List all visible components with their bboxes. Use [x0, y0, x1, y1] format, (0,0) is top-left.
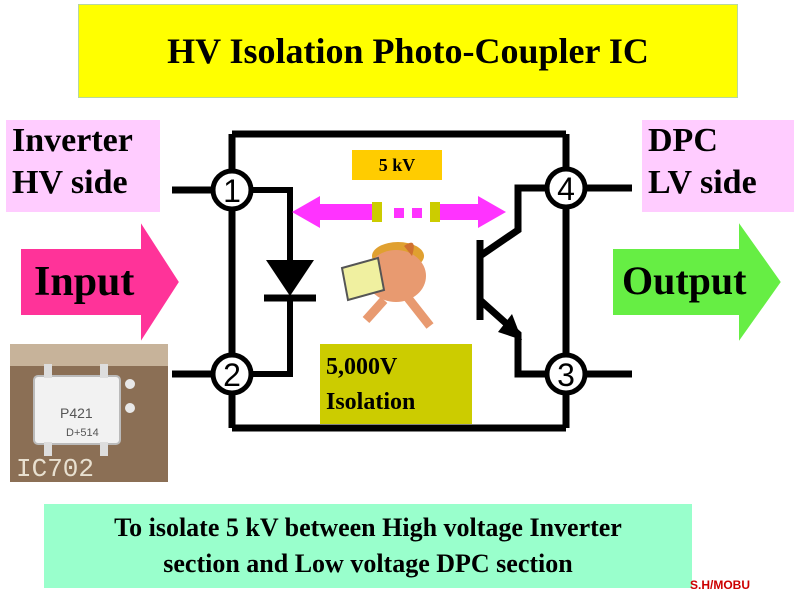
output-arrow: [611, 216, 784, 348]
board-label-ic702: IC702: [16, 454, 94, 484]
running-figure-icon: [340, 242, 434, 329]
voltage-badge-text: 5 kV: [378, 154, 416, 175]
pin-1-number: 1: [223, 173, 241, 209]
chip-marking-line1: P421: [60, 405, 93, 421]
inverter-label-line2: HV side: [12, 164, 128, 201]
isolation-line1: 5,000V: [326, 354, 398, 380]
footer-line2: section and Low voltage DPC section: [163, 549, 573, 578]
package-outline: [228, 130, 570, 432]
title-banner: HV Isolation Photo-Coupler IC: [78, 4, 738, 98]
voltage-badge: 5 kV: [352, 150, 442, 180]
isolation-rating-label: 5,000V Isolation: [320, 344, 472, 424]
footer-caption: To isolate 5 kV between High voltage Inv…: [44, 504, 692, 588]
page-title: HV Isolation Photo-Coupler IC: [167, 31, 649, 71]
led-circuit: [250, 187, 293, 377]
phototransistor: [476, 184, 548, 378]
input-label: Input: [34, 259, 135, 305]
external-leads: [172, 184, 632, 378]
input-arrow: [19, 216, 182, 348]
pin-2-number: 2: [223, 357, 241, 393]
dpc-lv-side-label: DPC LV side: [642, 120, 794, 212]
output-label: Output: [622, 257, 747, 303]
pin-3-number: 3: [557, 357, 575, 393]
chip-marking-line2: D+514: [66, 427, 99, 439]
pin-4-number: 4: [557, 171, 575, 207]
dpc-label-line2: LV side: [648, 164, 757, 201]
dpc-label-line1: DPC: [648, 122, 718, 159]
light-transmission-arrow: [292, 196, 506, 228]
chip-photo-artwork: P421 D+514 IC702: [10, 344, 168, 484]
isolation-line2: Isolation: [326, 389, 416, 415]
inverter-hv-side-label: Inverter HV side: [6, 120, 160, 212]
author-credit: S.H/MOBU: [690, 578, 750, 592]
led-diode-icon: [266, 260, 314, 296]
transistor-emitter-arrow: [498, 314, 522, 340]
inverter-label-line1: Inverter: [12, 122, 133, 159]
footer-line1: To isolate 5 kV between High voltage Inv…: [114, 513, 622, 542]
